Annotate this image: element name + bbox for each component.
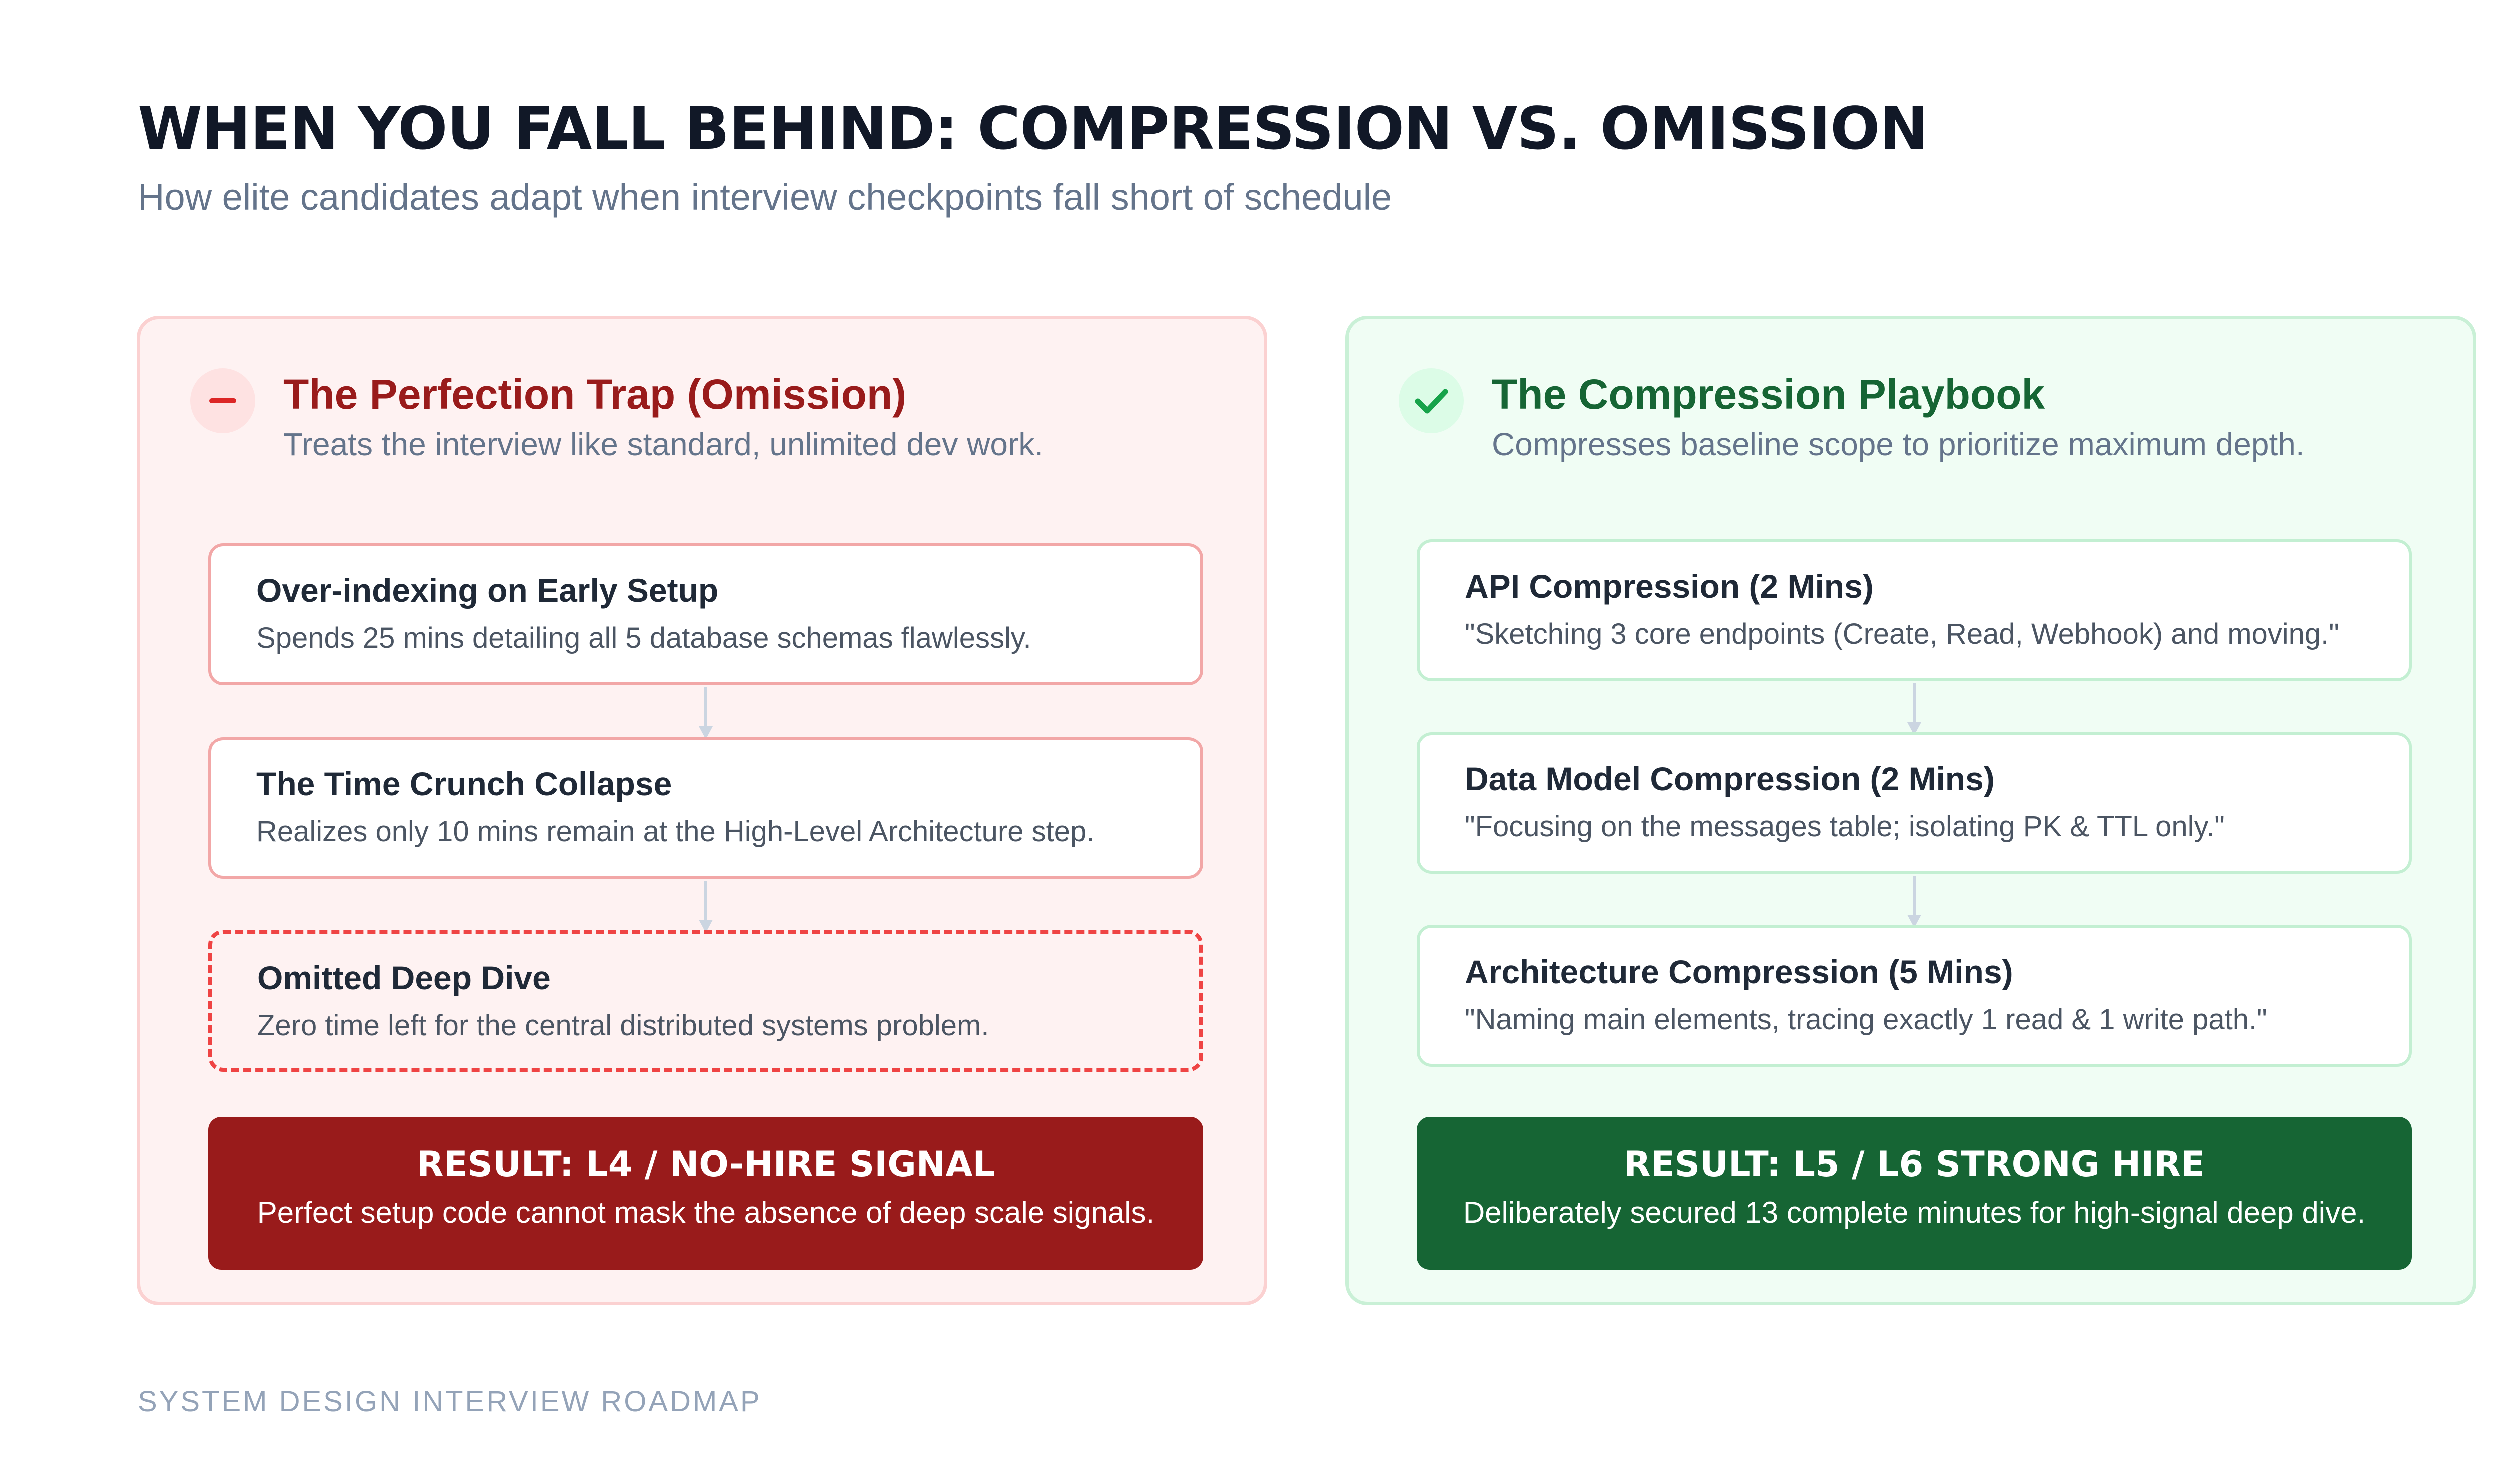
compression-panel-description: Compresses baseline scope to prioritize … <box>1492 426 2305 462</box>
omission-step-3: Omitted Deep Dive Zero time left for the… <box>208 930 1203 1072</box>
check-icon <box>1399 368 1464 433</box>
page-title: WHEN YOU FALL BEHIND: COMPRESSION VS. OM… <box>138 94 1928 163</box>
step-description: Zero time left for the central distribut… <box>257 1009 989 1042</box>
compression-step-1: API Compression (2 Mins) "Sketching 3 co… <box>1417 539 2412 681</box>
step-title: Data Model Compression (2 Mins) <box>1465 760 1995 797</box>
step-title: The Time Crunch Collapse <box>256 765 672 802</box>
omission-step-1: Over-indexing on Early Setup Spends 25 m… <box>208 543 1203 685</box>
step-title: Architecture Compression (5 Mins) <box>1465 953 2013 990</box>
step-title: Over-indexing on Early Setup <box>256 572 719 609</box>
page-subtitle: How elite candidates adapt when intervie… <box>138 176 1392 218</box>
step-description: Realizes only 10 mins remain at the High… <box>256 815 1095 848</box>
arrow-down-icon <box>1907 875 1922 930</box>
result-description: Deliberately secured 13 complete minutes… <box>1463 1196 2366 1229</box>
omission-step-2: The Time Crunch Collapse Realizes only 1… <box>208 737 1203 879</box>
omission-panel: The Perfection Trap (Omission) Treats th… <box>137 316 1267 1305</box>
compression-step-2: Data Model Compression (2 Mins) "Focusin… <box>1417 732 2412 874</box>
compression-panel: The Compression Playbook Compresses base… <box>1345 316 2476 1305</box>
step-title: API Compression (2 Mins) <box>1465 568 1874 605</box>
arrow-down-icon <box>698 880 713 935</box>
step-description: Spends 25 mins detailing all 5 database … <box>256 622 1031 654</box>
step-description: "Naming main elements, tracing exactly 1… <box>1465 1003 2267 1036</box>
result-title: RESULT: L5 / L6 STRONG HIRE <box>1624 1144 2205 1185</box>
arrow-down-icon <box>1907 682 1922 737</box>
compression-result-banner: RESULT: L5 / L6 STRONG HIRE Deliberately… <box>1417 1117 2412 1270</box>
omission-panel-description: Treats the interview like standard, unli… <box>283 426 1044 462</box>
step-description: "Focusing on the messages table; isolati… <box>1465 810 2225 843</box>
omission-result-banner: RESULT: L4 / NO-HIRE SIGNAL Perfect setu… <box>208 1117 1203 1270</box>
compression-step-3: Architecture Compression (5 Mins) "Namin… <box>1417 925 2412 1067</box>
step-description: "Sketching 3 core endpoints (Create, Rea… <box>1465 618 2339 650</box>
compression-panel-title: The Compression Playbook <box>1492 371 2045 418</box>
arrow-down-icon <box>698 686 713 741</box>
result-title: RESULT: L4 / NO-HIRE SIGNAL <box>416 1144 995 1185</box>
step-title: Omitted Deep Dive <box>257 959 551 996</box>
footer-label: SYSTEM DESIGN INTERVIEW ROADMAP <box>138 1385 762 1418</box>
minus-icon <box>190 368 255 433</box>
result-description: Perfect setup code cannot mask the absen… <box>257 1196 1155 1229</box>
omission-panel-title: The Perfection Trap (Omission) <box>283 371 907 418</box>
